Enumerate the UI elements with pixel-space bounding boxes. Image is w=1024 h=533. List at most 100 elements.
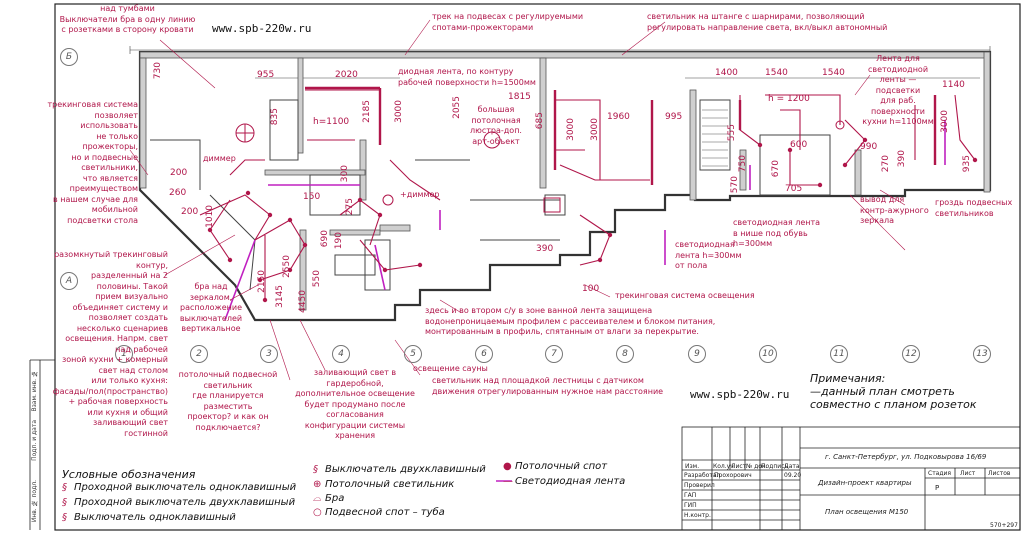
notes-title: Примечания: [810,372,886,385]
dimension-label: 555 [727,124,737,142]
annotation-led-kitchen: диодная лента, по контуру рабочей поверх… [398,67,536,87]
title-block-address: г. Санкт-Петербург, ул. Подковырова 16/6… [825,453,987,461]
dimension-label: 690 [320,230,330,248]
dimension-label: 550 [312,270,322,288]
axis-marker-6: 6 [475,345,493,363]
notes-body: —данный план смотреть совместно с планом… [810,385,977,411]
legend-item: ⌓Бра [313,493,345,504]
sheet-frame [54,3,1021,531]
dimension-label: 390 [536,244,554,254]
annotation-bra-mirror: бра над зеркалом, расположение выключате… [179,282,243,333]
axis-marker-3: 3 [260,345,278,363]
dimension-label: 1400 [715,68,738,78]
legend-item: §Проходной выключатель одноклавишный [62,482,297,493]
dimension-label: 1010 [205,205,215,228]
title-block-role: ГИП [684,502,697,509]
side-stamp: Инв. № подл. [31,480,38,523]
dimension-label: 3000 [940,110,950,133]
title-block-list-header: Лист [960,470,976,477]
legend-item: ○Подвесной спот – туба [313,507,445,518]
pendant-lamps [235,120,845,206]
led-strips [224,120,946,321]
dimension-label: 600 [790,140,808,150]
dimension-label: 100 [582,284,600,294]
side-stamp: Подп. и дата [31,420,38,461]
annotation-track-system-2: трекинговая система освещения [615,291,755,300]
dimension-label: 1540 [822,68,845,78]
legend-item: §Проходной выключатель двухклавишный [62,497,296,508]
dimension-label: 995 [665,112,683,122]
dimension-label: 835 [270,108,280,126]
annotation-stairs: светильник над площадкой лестницы с датч… [432,376,664,396]
dimension-label: 3000 [566,118,576,141]
title-block-role: Проверил [684,482,715,489]
title-block-col: № док. [746,463,768,470]
dimension-lines [129,46,991,79]
dimension-label: 2020 [335,70,358,80]
legend-item: ⊕Потолочный светильник [313,479,455,490]
title-block-col: Лист [731,463,747,470]
axis-marker-4: 4 [332,345,350,363]
dimension-label: 390 [897,150,907,168]
wall-fill [139,51,991,311]
website-watermark: www.spb-220w.ru [690,388,790,401]
title-block-role: Н.контр. [684,512,711,519]
axis-marker-5: 5 [404,345,422,363]
axis-marker-13: 13 [973,345,991,363]
title-block-col: Кол.уч [713,463,734,470]
electrical-panel-icon [543,197,561,213]
title-block-role: ГАП [684,492,697,499]
title-block-stage: Р [935,484,940,492]
annotation-wardrobe: заливающий свет в гардеробной, дополните… [295,368,415,440]
title-block-date: 09.20 [784,472,802,479]
title-block-role: Разработал [684,472,721,479]
dimension-label: 990 [860,142,878,152]
annotation-rod-lamp: светильник на штанге с шарнирами, позвол… [647,12,888,32]
annotation-sauna: освещение сауны [413,364,488,373]
title-block-frame [681,426,1021,531]
dimension-label: 275 [345,198,355,216]
annotation-led-shoes: светодиодная лента в нише под обувь h=30… [733,218,821,248]
axis-marker-11: 11 [830,345,848,363]
annotation-h1100: h=1100 [313,117,350,127]
dimension-label: 3000 [394,100,404,123]
axis-marker-10: 10 [759,345,777,363]
dimension-label: 150 [303,192,321,202]
dimension-label: 1140 [942,80,965,90]
annotation-track-contour: разомкнутый трекинговый контур, разделен… [52,250,168,438]
title-block-sheet: План освещения М150 [825,508,909,516]
walls [138,50,992,322]
dimension-label: 570 [730,176,740,194]
axis-marker-7: 7 [545,345,563,363]
dimension-label: 685 [535,112,545,130]
legend-item: §Выключатель одноклавишный [62,512,236,523]
annotation-track-system: трекинговая система позволяет использова… [47,100,138,225]
title-block-col: Изм. [685,463,700,470]
legend-item: §Выключатель двухклавишный [313,464,486,475]
title-block-col: Дата [784,463,800,470]
legend-item: ●Потолочный спот [503,461,608,472]
annotation-big-pendant: большая потолочная люстра-доп. арт-объек… [470,105,522,146]
dimension-label: 3000 [590,118,600,141]
annotation-dimmer: диммер [203,154,236,163]
dimension-label: 1540 [765,68,788,78]
dimension-label: 2185 [362,100,372,123]
annotation-track-spots: трек на подвесах с регулируемыми спотами… [432,12,584,32]
title-block-col: Подпись [761,463,788,470]
annotation-led-floor: светодиодная лента h=300мм от пола [675,240,742,270]
annotation-h1200: h = 1200 [768,94,810,104]
title-block-lists-header: Листов [988,470,1011,477]
dimension-label: 955 [257,70,275,80]
website-watermark: www.spb-220w.ru [212,22,312,35]
side-stamp: Взам. инв. № [31,370,38,412]
legend-title: Условные обозначения [62,468,196,481]
axis-marker-2: 2 [190,345,208,363]
dimension-label: 200 [170,168,188,178]
title-block-developer: Прохорович [714,472,752,479]
ceiling-spots [207,137,978,303]
dimension-label: 1815 [508,92,531,102]
dimension-label: 1960 [607,112,630,122]
dimension-label: 3145 [275,285,285,308]
annotation-ceiling-lamp: потолочный подвесной светильник где план… [178,370,278,432]
